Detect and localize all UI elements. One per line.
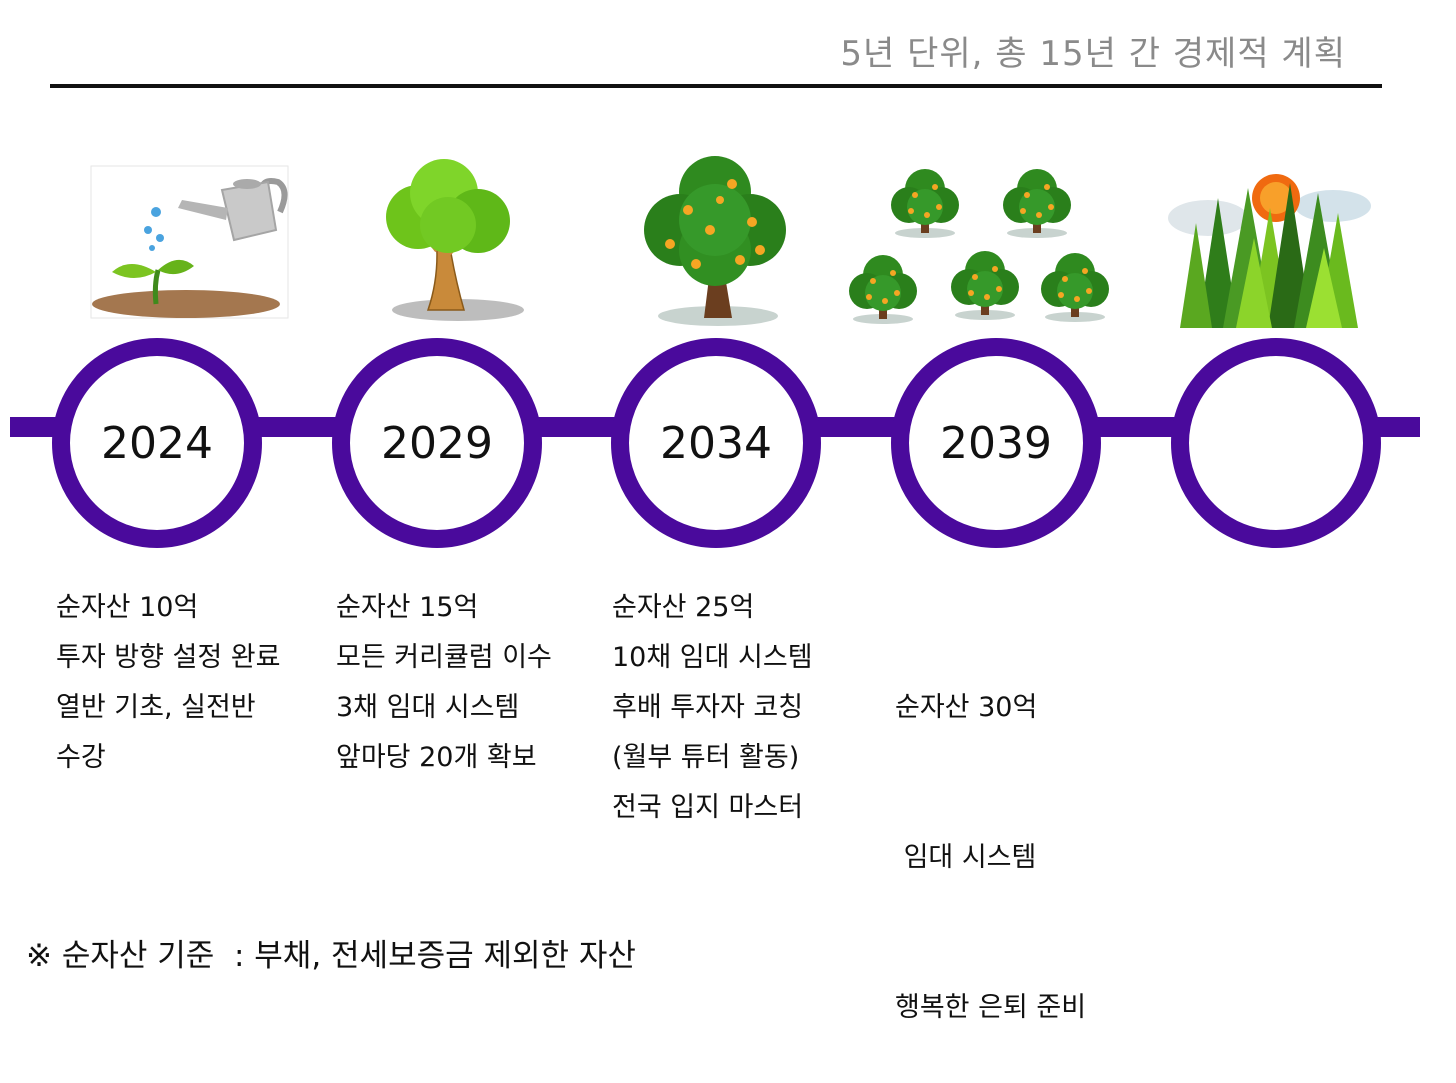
milestone-year: 2034	[660, 417, 772, 469]
description-line: 열반 기초, 실전반	[56, 692, 256, 723]
description-line: 3채 임대 시스템	[336, 692, 520, 723]
description-line: 순자산 10억	[56, 592, 199, 623]
description-line: 모든 커리큘럼 이수	[336, 642, 552, 673]
milestone-description-2029: 순자산 15억 모든 커리큘럼 이수 3채 임대 시스템 앞마당 20개 확보	[336, 583, 552, 783]
milestone-description-2039: 순자산 30억 임대 시스템 행복한 은퇴 준비	[895, 583, 1086, 1083]
description-line: 임대 시스템	[895, 842, 1037, 873]
description-line: 순자산 15억	[336, 592, 479, 623]
description-line: 행복한 은퇴 준비	[895, 992, 1087, 1023]
description-line: (월부 튜터 활동)	[612, 742, 800, 773]
header-divider	[50, 84, 1382, 88]
milestone-year: 2039	[940, 417, 1052, 469]
milestone-year: 2024	[101, 417, 213, 469]
milestone-circle-2029: 2029	[332, 338, 542, 548]
milestone-description-2034: 순자산 25억 10채 임대 시스템 후배 투자자 코칭 (월부 튜터 활동) …	[612, 583, 813, 833]
young-tree-icon	[386, 159, 524, 321]
orchard-icon	[849, 169, 1109, 324]
description-line: 앞마당 20개 확보	[336, 742, 537, 773]
description-line: 순자산 30억	[895, 692, 1038, 723]
description-line: 후배 투자자 코칭	[612, 692, 804, 723]
milestone-description-2024: 순자산 10억 투자 방향 설정 완료 열반 기초, 실전반 수강	[56, 583, 280, 783]
forest-sunset-icon	[1168, 174, 1371, 328]
description-line: 투자 방향 설정 완료	[56, 642, 281, 673]
description-line: 10채 임대 시스템	[612, 642, 813, 673]
milestone-circle-2039: 2039	[891, 338, 1101, 548]
description-line: 수강	[56, 742, 106, 773]
sprout-watering-can-icon	[90, 165, 289, 319]
milestone-circle-final	[1171, 338, 1381, 548]
page-title: 5년 단위, 총 15년 간 경제적 계획	[840, 34, 1346, 74]
milestone-year: 2029	[381, 417, 493, 469]
footnote: ※ 순자산 기준 : 부채, 전세보증금 제외한 자산	[26, 938, 636, 974]
fruit-tree-icon	[644, 156, 786, 326]
milestone-circle-2034: 2034	[611, 338, 821, 548]
milestone-circle-2024: 2024	[52, 338, 262, 548]
description-line: 순자산 25억	[612, 592, 755, 623]
description-line: 전국 입지 마스터	[612, 792, 804, 823]
